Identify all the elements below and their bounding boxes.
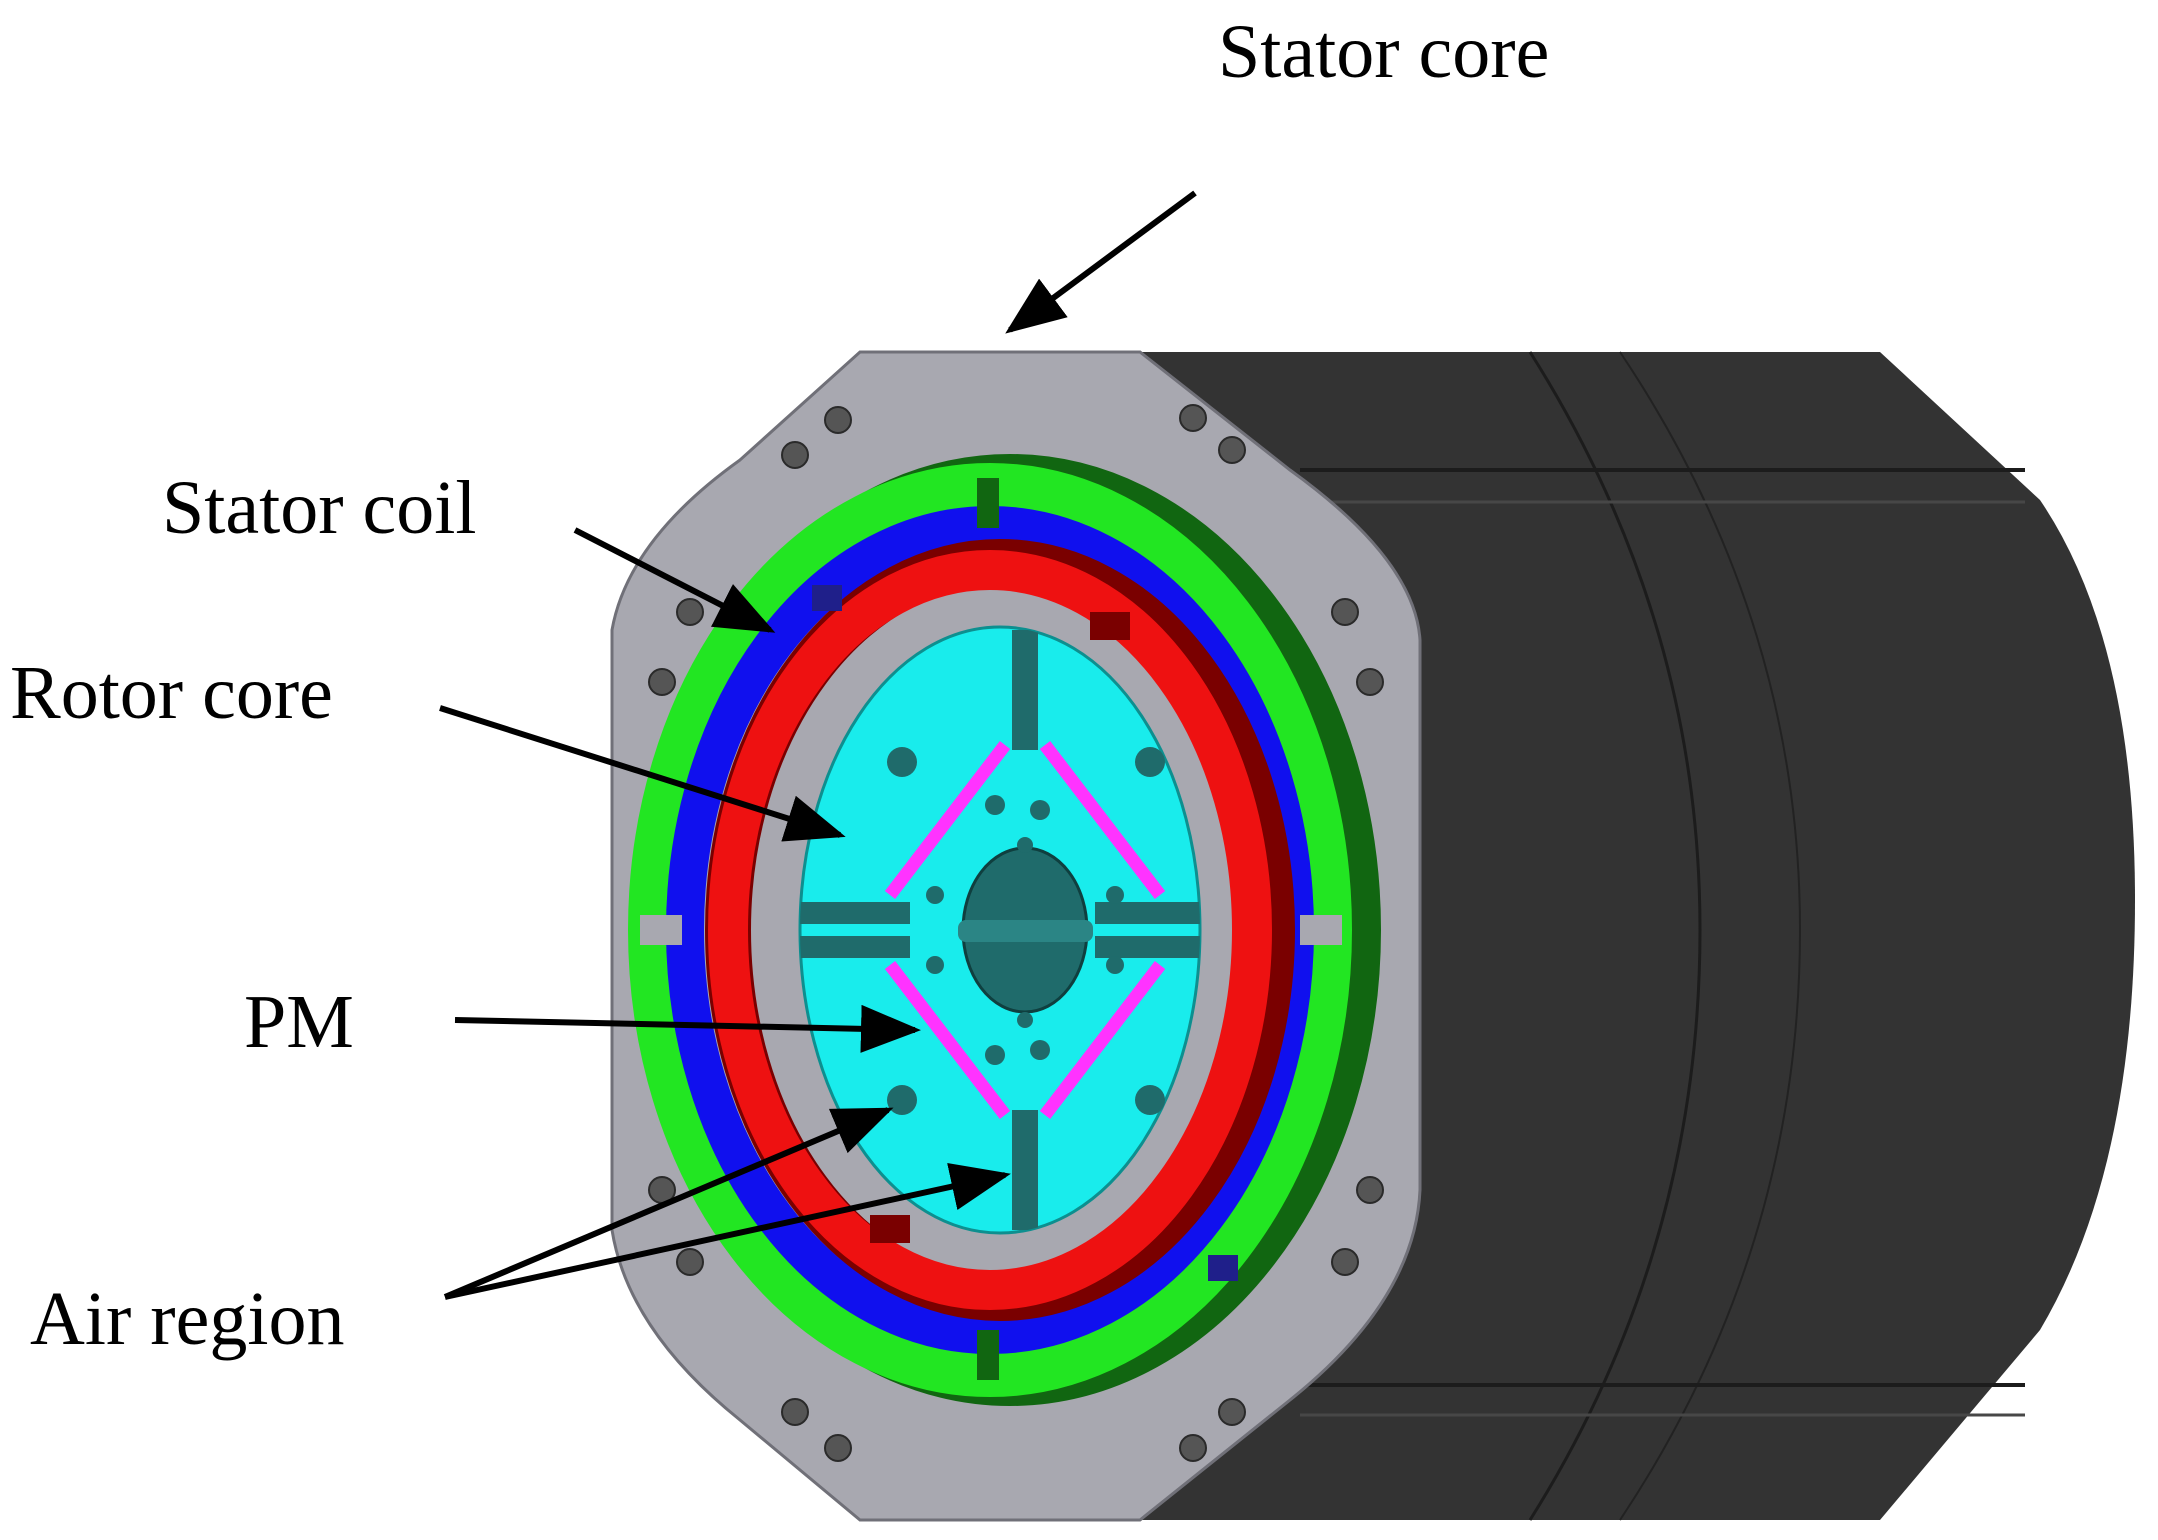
label-air-region: Air region (30, 1277, 344, 1361)
arrow-pm (454, 1004, 921, 1053)
arrow-stator-core (1005, 190, 1197, 334)
label-stator-core: Stator core (1218, 10, 1549, 94)
pointer-arrows (439, 190, 1197, 1300)
stator-coils (628, 454, 1381, 1406)
label-rotor-core: Rotor core (10, 651, 333, 735)
arrow-rotor-core (439, 705, 846, 842)
arrow-air-region-1 (443, 1107, 894, 1300)
rotor-core (798, 625, 1202, 1235)
label-stator-coil: Stator coil (162, 466, 477, 550)
permanent-magnets (884, 741, 1166, 1119)
label-pm: PM (244, 980, 354, 1064)
arrow-stator-coil (573, 527, 776, 633)
bolt-holes (648, 404, 1384, 1462)
arrow-air-region-2 (444, 1163, 1011, 1300)
